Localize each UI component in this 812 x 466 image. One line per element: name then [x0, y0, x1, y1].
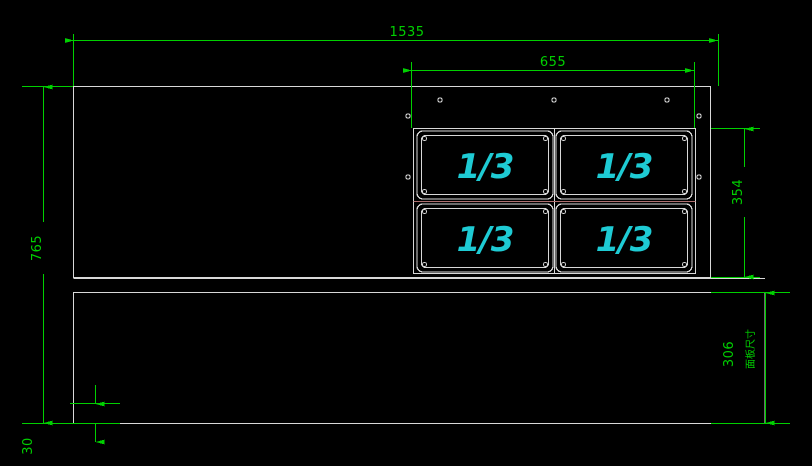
dimension-label-306: 306 — [722, 341, 737, 367]
dimension-cutout-width: 655 — [403, 52, 696, 128]
mounting-hole — [437, 97, 443, 103]
pan-r1c2[interactable]: 1/3 — [555, 130, 693, 200]
mounting-hole — [405, 113, 411, 119]
pan-r2c2[interactable]: 1/3 — [555, 203, 693, 273]
panel-size-note: 面板尺寸 — [744, 329, 757, 369]
pan-label: 1/3 — [457, 220, 514, 260]
pan-cutout-group: 1/3 1/3 1/3 — [412, 127, 697, 275]
dimension-label-354: 354 — [731, 179, 746, 205]
mounting-hole — [664, 97, 670, 103]
dimension-upper-height: 354 — [711, 126, 760, 280]
pan-r2c1[interactable]: 1/3 — [416, 203, 554, 273]
pan-label: 1/3 — [596, 147, 653, 187]
pan-r1c1[interactable]: 1/3 — [416, 130, 554, 200]
dimension-base-offset: 30 — [21, 385, 120, 466]
mounting-hole — [551, 97, 557, 103]
dimension-label-765: 765 — [30, 235, 45, 261]
mounting-hole-group — [405, 97, 702, 180]
mounting-hole — [696, 174, 702, 180]
dimension-overall-width: 1535 — [65, 22, 720, 86]
pan-label: 1/3 — [457, 147, 514, 187]
dimension-label-1535: 1535 — [389, 25, 424, 40]
dimension-overall-height: 765 — [22, 84, 73, 426]
mounting-hole — [405, 174, 411, 180]
mounting-hole — [696, 113, 702, 119]
dimension-label-30: 30 — [21, 437, 36, 455]
dimension-lower-height: 306 面板尺寸 — [711, 290, 790, 426]
counter-body-outline — [72, 85, 766, 425]
dimension-label-655: 655 — [540, 55, 566, 70]
pan-label: 1/3 — [596, 220, 653, 260]
